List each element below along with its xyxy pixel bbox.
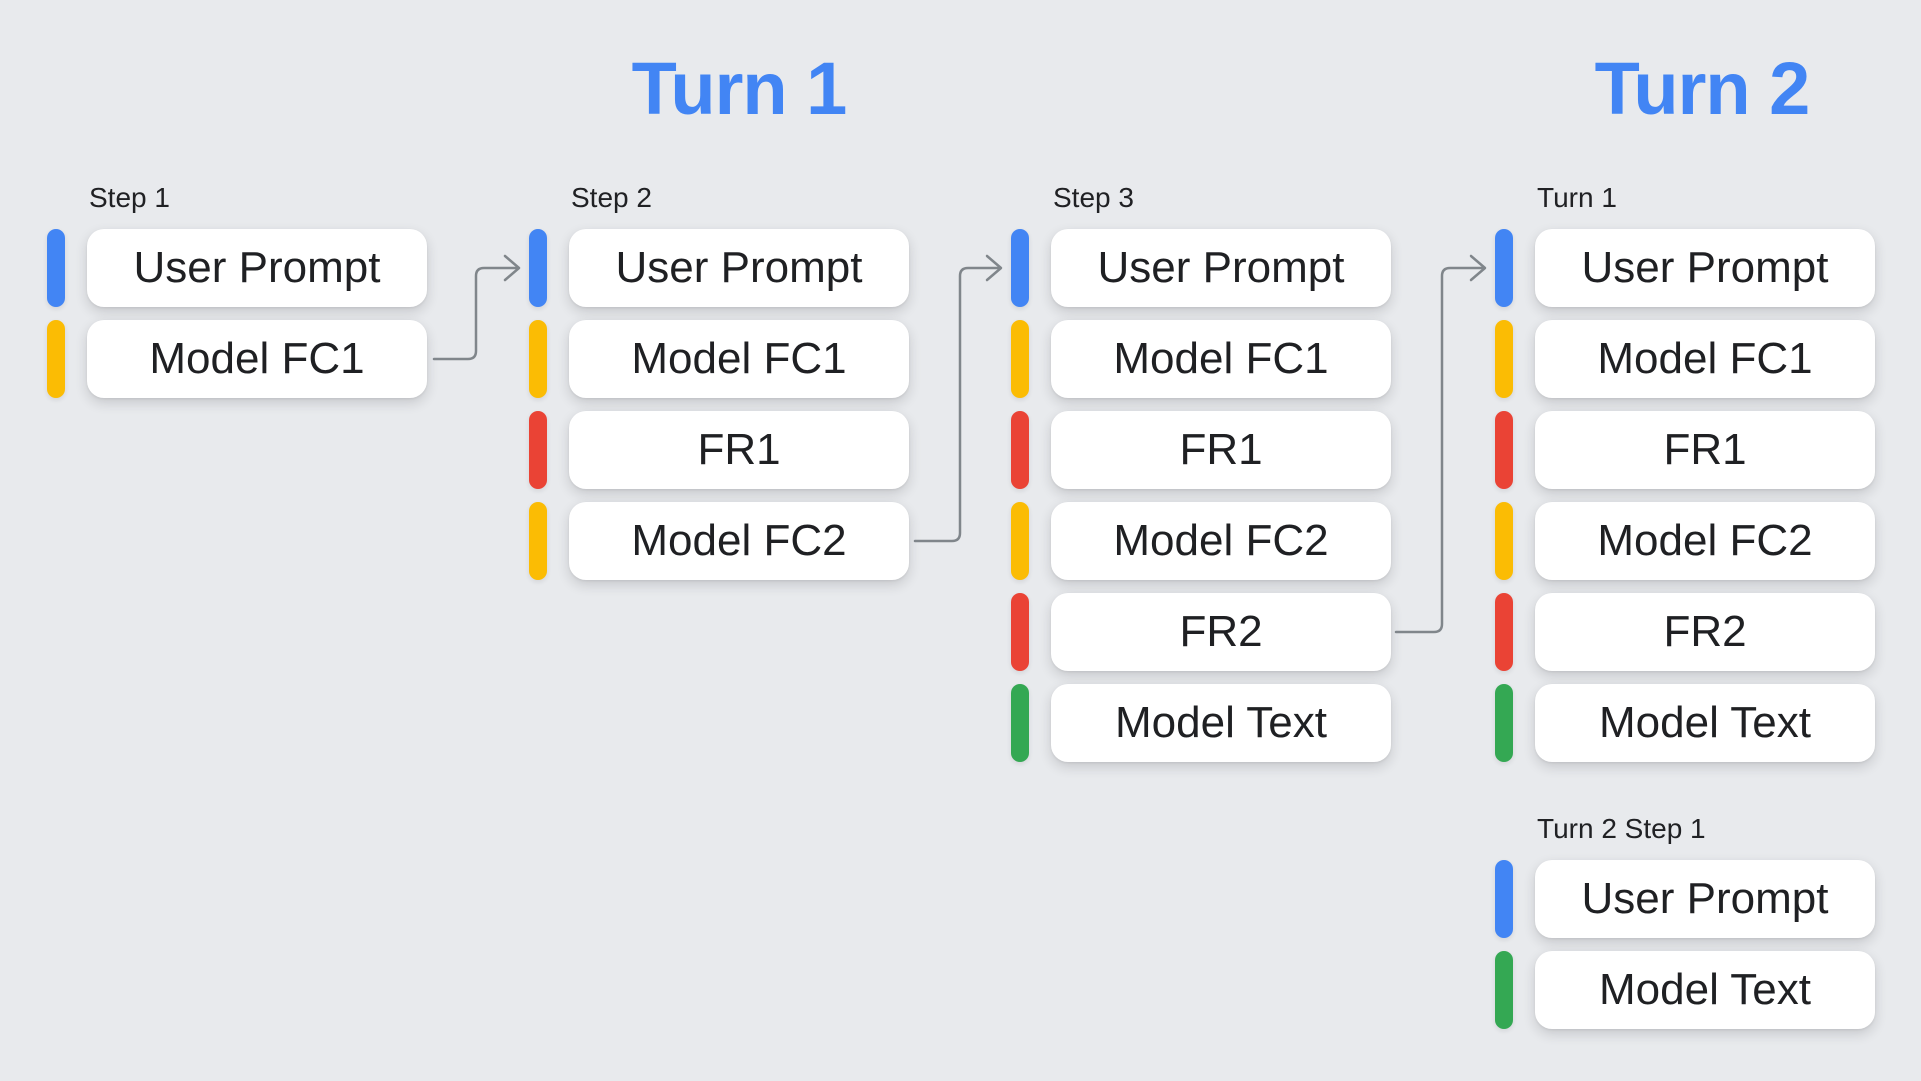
model-fc2-card: Model FC2 [1051, 502, 1391, 580]
user-prompt-card: User Prompt [87, 229, 427, 307]
model-fc1-card: Model FC1 [87, 320, 427, 398]
message-row: FR2 [1495, 593, 1875, 671]
function-response-bar [1011, 593, 1029, 671]
message-row: Model FC2 [1011, 502, 1391, 580]
arrow-step2-to-step3-head-icon [985, 254, 1003, 282]
message-row: Model FC1 [47, 320, 427, 398]
model-fc1-card: Model FC1 [569, 320, 909, 398]
turn-1-title: Turn 1 [631, 47, 848, 130]
function-response-bar [1495, 411, 1513, 489]
step-2-column: Step 2 User Prompt Model FC1 FR1 Model F… [529, 181, 909, 593]
message-row: Model FC2 [1495, 502, 1875, 580]
message-row: User Prompt [1495, 229, 1875, 307]
fr2-card: FR2 [1535, 593, 1875, 671]
user-prompt-bar [47, 229, 65, 307]
message-row: Model Text [1495, 684, 1875, 762]
column-label: Turn 1 [1537, 182, 1617, 213]
user-prompt-bar [1495, 229, 1513, 307]
user-prompt-bar [1495, 860, 1513, 938]
message-row: Model FC1 [529, 320, 909, 398]
model-fc-bar [1011, 320, 1029, 398]
step-3-column: Step 3 User Prompt Model FC1 FR1 Model F… [1011, 181, 1391, 775]
model-fc1-card: Model FC1 [1051, 320, 1391, 398]
function-response-bar [1495, 593, 1513, 671]
function-response-bar [529, 411, 547, 489]
message-row: User Prompt [529, 229, 909, 307]
arrow-step2-to-step3-icon [913, 266, 1001, 543]
user-prompt-bar [529, 229, 547, 307]
message-row: Model FC1 [1495, 320, 1875, 398]
message-row: FR1 [1495, 411, 1875, 489]
message-row: Model Text [1011, 684, 1391, 762]
message-row: FR1 [529, 411, 909, 489]
function-response-bar [1011, 411, 1029, 489]
model-text-bar [1011, 684, 1029, 762]
fr1-card: FR1 [569, 411, 909, 489]
step-1-column: Step 1 User Prompt Model FC1 [47, 181, 427, 411]
model-fc-bar [1495, 320, 1513, 398]
message-row: User Prompt [1011, 229, 1391, 307]
column-label: Step 1 [89, 182, 170, 213]
fr1-card: FR1 [1535, 411, 1875, 489]
model-text-card: Model Text [1535, 951, 1875, 1029]
arrow-step3-to-turn1-icon [1394, 266, 1485, 634]
model-fc-bar [1011, 502, 1029, 580]
model-fc2-card: Model FC2 [1535, 502, 1875, 580]
model-fc2-card: Model FC2 [569, 502, 909, 580]
column-label: Step 3 [1053, 182, 1134, 213]
message-row: User Prompt [1495, 860, 1875, 938]
fr2-card: FR2 [1051, 593, 1391, 671]
message-row: Model FC1 [1011, 320, 1391, 398]
user-prompt-card: User Prompt [569, 229, 909, 307]
arrow-step3-to-turn1-head-icon [1469, 254, 1487, 282]
column-label: Step 2 [571, 182, 652, 213]
column-label: Turn 2 Step 1 [1537, 813, 1706, 844]
arrow-step1-to-step2-icon [432, 266, 519, 361]
user-prompt-card: User Prompt [1051, 229, 1391, 307]
user-prompt-bar [1011, 229, 1029, 307]
model-fc-bar [47, 320, 65, 398]
user-prompt-card: User Prompt [1535, 229, 1875, 307]
model-fc-bar [1495, 502, 1513, 580]
message-row: FR1 [1011, 411, 1391, 489]
arrow-step1-to-step2-head-icon [503, 254, 521, 282]
message-row: Model FC2 [529, 502, 909, 580]
message-row: FR2 [1011, 593, 1391, 671]
model-text-bar [1495, 684, 1513, 762]
model-fc-bar [529, 320, 547, 398]
user-prompt-card: User Prompt [1535, 860, 1875, 938]
turn-1-history-column: Turn 1 User Prompt Model FC1 FR1 Model F… [1495, 181, 1875, 775]
message-row: Model Text [1495, 951, 1875, 1029]
model-fc-bar [529, 502, 547, 580]
turn-2-title: Turn 2 [1594, 47, 1811, 130]
fr1-card: FR1 [1051, 411, 1391, 489]
model-fc1-card: Model FC1 [1535, 320, 1875, 398]
model-text-bar [1495, 951, 1513, 1029]
model-text-card: Model Text [1051, 684, 1391, 762]
message-row: User Prompt [47, 229, 427, 307]
model-text-card: Model Text [1535, 684, 1875, 762]
turn-2-step-1-column: Turn 2 Step 1 User Prompt Model Text [1495, 812, 1875, 1042]
